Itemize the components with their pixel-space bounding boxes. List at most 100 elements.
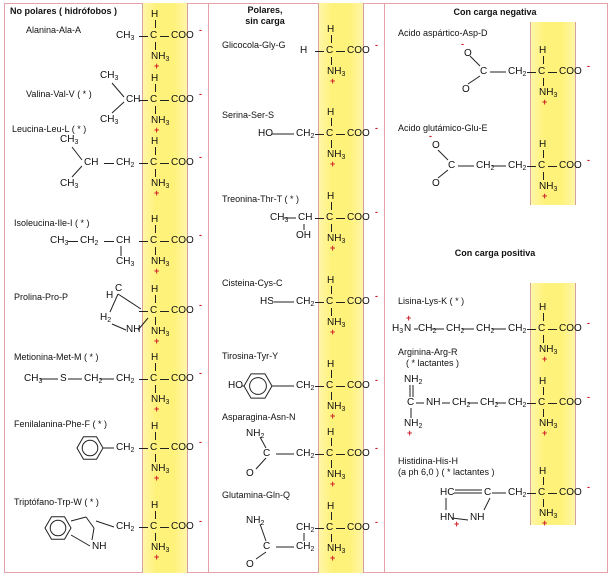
tyr-r-ch2: CH2: [296, 380, 315, 392]
gly-bond-r: [315, 51, 324, 52]
backbone-band-negative: [530, 22, 576, 205]
val-bond-n: [155, 106, 156, 114]
asn-r-c: C: [263, 448, 271, 459]
arg-amino-charge: +: [542, 428, 548, 438]
asp-alpha-h: H: [539, 45, 547, 56]
lys-amino-charge: +: [542, 354, 548, 364]
lys-bond-coo: [548, 329, 557, 330]
label-thr: Treonina-Thr-T ( * ): [222, 194, 300, 204]
lys-carboxyl-charge: -: [587, 318, 590, 328]
pro-alpha-c: C: [150, 305, 158, 316]
val-amino: NH3: [151, 115, 170, 127]
met-amino-charge: +: [154, 404, 160, 414]
ile-bond-n: [155, 247, 156, 255]
asp-bond-h: [543, 56, 544, 64]
trp-alpha-c: C: [150, 521, 158, 532]
label-trp: Triptófano-Trp-W ( * ): [14, 497, 99, 507]
label-cys: Cisteina-Cys-C: [222, 278, 283, 288]
lys-alpha-h: H: [539, 302, 547, 313]
pro-ring-c-top: C: [115, 283, 123, 294]
pro-bond-h: [155, 295, 156, 303]
arg-amino: NH3: [539, 418, 558, 430]
asn-amino: NH3: [327, 469, 346, 481]
met-bond-r: [139, 379, 148, 380]
tyr-amino-charge: +: [330, 411, 336, 421]
phe-bond-r: [139, 448, 148, 449]
his-carboxyl: COO: [559, 487, 582, 498]
his-bond-n: [543, 499, 544, 507]
label-ile: Isoleucina-Ile-I ( * ): [14, 218, 90, 228]
tyr-bond-r: [315, 386, 324, 387]
glu-amino: NH3: [539, 181, 558, 193]
lys-carboxyl: COO: [559, 323, 582, 334]
thr-bond-coo: [336, 218, 345, 219]
met-r-ch2-b: CH2: [116, 373, 135, 385]
ser-carboxyl-charge: -: [375, 123, 378, 133]
ser-bond-h: [331, 118, 332, 126]
lys-r-ch2-a: CH2: [418, 323, 437, 335]
ser-bond-n: [331, 140, 332, 148]
label-asp: Acido aspártico-Asp-D: [398, 28, 488, 38]
met-r-ch3: CH3: [24, 373, 43, 385]
gly-bond-n: [331, 57, 332, 65]
asp-amino-charge: +: [542, 97, 548, 107]
gln-r-o: O: [246, 559, 254, 570]
ile-bond-coo: [160, 241, 169, 242]
ala-carboxyl-charge: -: [199, 25, 202, 35]
phe-r-ch2: CH2: [116, 442, 135, 454]
asp-alpha-c: C: [538, 66, 546, 77]
asp-bond-n: [543, 78, 544, 86]
ala-bond-h: [155, 20, 156, 28]
leu-amino-charge: +: [154, 188, 160, 198]
glu-carboxyl-charge: -: [587, 155, 590, 165]
phe-bond-n: [155, 454, 156, 462]
his-alpha-h: H: [539, 466, 547, 477]
pro-alpha-h: H: [151, 284, 159, 295]
gln-alpha-c: C: [326, 522, 334, 533]
ile-r-ch3-a: CH3: [50, 235, 69, 247]
trp-alpha-h: H: [151, 500, 159, 511]
ile-r-ch: CH: [116, 235, 131, 246]
glu-bond-n: [543, 172, 544, 180]
label-met: Metionina-Met-M ( * ): [14, 352, 99, 362]
his-ring-c: C: [484, 487, 492, 498]
gln-r-ch2-b: CH2: [296, 522, 315, 534]
thr-carboxyl-charge: -: [375, 207, 378, 217]
his-bond-h: [543, 477, 544, 485]
cys-bond-coo: [336, 302, 345, 303]
his-ring-charge: +: [454, 519, 460, 529]
thr-alpha-h: H: [327, 191, 335, 202]
asp-r-o: O: [462, 84, 470, 95]
trp-carboxyl-charge: -: [199, 516, 202, 526]
arg-bond-r: [527, 403, 536, 404]
tyr-bond-h: [331, 370, 332, 378]
asn-bond-coo: [336, 454, 345, 455]
tyr-carboxyl: COO: [347, 380, 370, 391]
asn-amino-charge: +: [330, 479, 336, 489]
trp-bond-r: [139, 527, 148, 528]
met-r-s: S: [60, 373, 67, 384]
gly-amino: NH3: [327, 66, 346, 78]
arg-bond-n: [543, 409, 544, 417]
lys-r-h3: H3: [392, 323, 404, 335]
tyr-amino: NH3: [327, 401, 346, 413]
lys-bond-h: [543, 313, 544, 321]
his-alpha-c: C: [538, 487, 546, 498]
ser-r-ho: HO: [258, 128, 273, 139]
ala-amino: NH3: [151, 51, 170, 63]
asp-r-o-minus: O: [464, 48, 472, 59]
cys-r-ch2: CH2: [296, 296, 315, 308]
pro-bond-n: [155, 317, 156, 325]
leu-r-ch3-a: CH3: [60, 134, 79, 146]
ser-bond-coo: [336, 134, 345, 135]
cys-bond-r: [315, 302, 324, 303]
gln-amino: NH3: [327, 543, 346, 555]
header-nonpolar: No polares ( hidrófobos ): [10, 6, 117, 16]
pro-amino: NH3: [151, 326, 170, 338]
his-bond-coo: [548, 493, 557, 494]
phe-amino: NH3: [151, 463, 170, 475]
his-amino: NH3: [539, 508, 558, 520]
val-bond-coo: [160, 100, 169, 101]
his-carboxyl-charge: -: [587, 482, 590, 492]
ile-alpha-h: H: [151, 214, 159, 225]
